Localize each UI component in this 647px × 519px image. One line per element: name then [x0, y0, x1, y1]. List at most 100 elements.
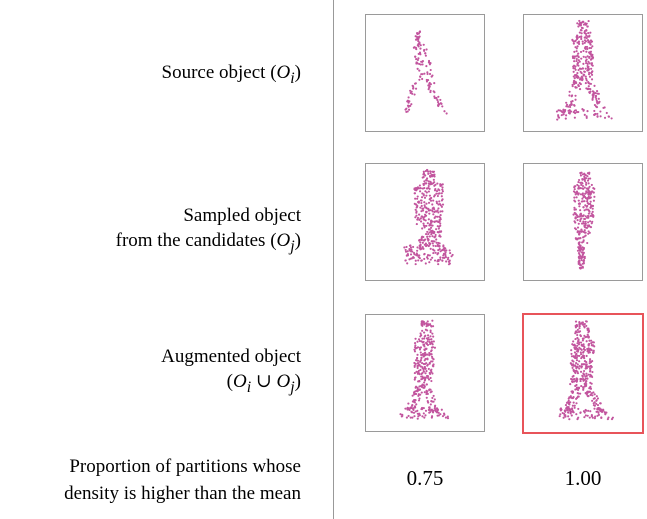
point [434, 408, 437, 411]
panel-augmented-col2-highlighted [522, 313, 644, 434]
point [584, 320, 588, 323]
point [583, 363, 587, 366]
point [420, 199, 423, 202]
point [419, 53, 422, 56]
point [581, 337, 584, 340]
point [409, 91, 412, 95]
point [580, 258, 583, 262]
point [426, 400, 429, 403]
point [413, 187, 416, 191]
point [416, 36, 419, 39]
point [581, 67, 584, 70]
point [577, 392, 580, 395]
point [583, 385, 586, 388]
point [422, 207, 425, 210]
point [421, 329, 424, 332]
point [587, 60, 590, 63]
point [571, 404, 574, 407]
point [583, 194, 586, 197]
point [590, 183, 593, 187]
point [425, 179, 428, 182]
point [587, 232, 590, 235]
point [427, 238, 430, 241]
point [592, 199, 595, 202]
point [575, 38, 579, 41]
point [592, 344, 595, 347]
point [585, 382, 588, 386]
point [412, 256, 415, 259]
point [441, 186, 444, 189]
point [588, 224, 591, 228]
point [590, 349, 593, 352]
point [570, 414, 573, 417]
point [590, 382, 593, 385]
point [576, 45, 579, 48]
point [589, 31, 592, 34]
point [419, 351, 422, 354]
point [425, 177, 429, 180]
point [602, 408, 605, 411]
point [579, 24, 583, 27]
point [433, 96, 436, 100]
point [423, 391, 426, 394]
point [582, 62, 585, 65]
point [589, 46, 593, 50]
point [427, 184, 430, 188]
point [600, 410, 603, 413]
point [574, 384, 577, 388]
point [581, 107, 584, 111]
point [578, 31, 581, 34]
point [425, 322, 428, 326]
point [419, 365, 422, 368]
point [569, 362, 572, 365]
point [583, 29, 587, 33]
point [417, 412, 420, 416]
point [579, 220, 582, 223]
point [592, 92, 596, 95]
point [407, 407, 410, 410]
point [412, 245, 415, 249]
point [574, 74, 577, 77]
point [579, 67, 583, 71]
point [446, 417, 450, 420]
point [586, 62, 589, 66]
point [589, 90, 592, 93]
point [438, 235, 441, 238]
point [416, 359, 420, 362]
point [429, 388, 432, 391]
point [418, 35, 421, 38]
point [426, 338, 430, 341]
point [423, 201, 426, 204]
point [431, 74, 434, 77]
point [428, 371, 431, 375]
point [578, 35, 581, 39]
point [580, 57, 583, 60]
point [437, 207, 440, 210]
point [413, 405, 417, 408]
point [592, 391, 595, 394]
point [571, 378, 574, 381]
point [423, 243, 426, 246]
point [429, 68, 432, 72]
point [580, 228, 583, 231]
point [576, 226, 580, 229]
point [588, 55, 591, 59]
point [583, 346, 586, 349]
point [582, 206, 585, 209]
point [586, 55, 589, 58]
point [570, 110, 573, 113]
point [411, 92, 414, 95]
point [577, 84, 580, 87]
point [426, 72, 429, 76]
point [426, 257, 429, 260]
point [423, 359, 426, 362]
point [572, 378, 575, 381]
point [416, 218, 419, 221]
point [430, 196, 433, 200]
point [433, 173, 436, 176]
point [414, 216, 417, 219]
point [575, 190, 579, 193]
point [428, 72, 432, 76]
point [420, 201, 423, 205]
point [447, 256, 450, 259]
